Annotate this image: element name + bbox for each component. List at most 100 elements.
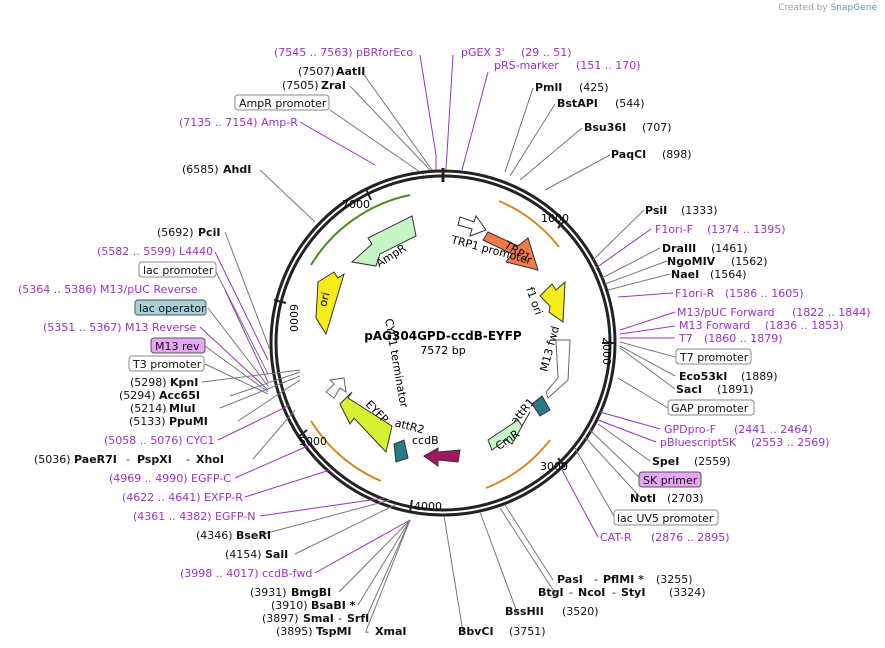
- label-m13-forward: M13 Forward: [679, 319, 750, 332]
- feature-trp1[interactable]: TRP1: [482, 231, 539, 271]
- label-srfi: SrfI: [347, 612, 369, 625]
- label-btgi: BtgI: [538, 586, 564, 599]
- label-mlui-pos: (5214): [130, 402, 167, 415]
- label-bsu36i: Bsu36I: [584, 121, 626, 134]
- label-ncoi: NcoI: [578, 586, 605, 599]
- label-acc65i-pos: (5294): [119, 389, 156, 402]
- label-ahdi: AhdI: [223, 163, 251, 176]
- trp1-arrow: [482, 231, 539, 271]
- label-bmgbi: BmgBI: [291, 586, 331, 599]
- label-lac-promoter: lac promoter: [143, 264, 214, 277]
- label-bsu36i-pos: (707): [642, 121, 672, 134]
- label-pcii: PciI: [198, 226, 220, 239]
- label-lac-uv5-promoter: lac UV5 promoter: [617, 512, 714, 525]
- label-sep: -: [569, 586, 573, 599]
- label-naei: NaeI: [671, 268, 699, 281]
- label-eco53ki-pos: (1889): [741, 370, 778, 383]
- label-ppumi: PpuMI: [169, 415, 208, 428]
- label-m13-reverse: (5351 .. 5367) M13 Reverse: [43, 321, 196, 334]
- label-pspxi: PspXI: [137, 453, 172, 466]
- label-m13-rev: M13 rev: [155, 340, 200, 353]
- label-kpni-pos: (5298): [130, 376, 167, 389]
- feature-ccdb[interactable]: ccdB: [412, 434, 461, 467]
- credit-prefix: Created by: [778, 3, 828, 13]
- label-eco53ki: Eco53kI: [679, 370, 727, 383]
- cmr-arrow: [487, 411, 531, 451]
- label-l4440: (5582 .. 5599) L4440: [97, 245, 213, 258]
- label-bseri-pos: (4346): [196, 529, 233, 542]
- ampr-arrow: [350, 215, 417, 267]
- attr2-label: attR2: [393, 416, 425, 436]
- label-bseri: BseRI: [236, 529, 271, 542]
- label-saci-pos: (1891): [717, 383, 754, 396]
- label-sali-pos: (4154): [225, 548, 262, 561]
- tick-label-5000: 5000: [299, 435, 327, 448]
- label-draiii: DraIII: [662, 242, 696, 255]
- label-egfp-c: (4969 .. 4990) EGFP-C: [109, 472, 231, 485]
- label-saci: SacI: [676, 383, 702, 396]
- label-sep: -: [365, 625, 369, 638]
- label-pgex3-pos: (29 .. 51): [521, 46, 572, 59]
- label-smai: SmaI: [303, 612, 334, 625]
- label-pasi: PasI: [557, 573, 583, 586]
- label-xhoi: XhoI: [196, 453, 224, 466]
- label-ccdb-fwd: (3998 .. 4017) ccdB-fwd: [180, 567, 312, 580]
- label-ngomiv: NgoMIV: [667, 255, 716, 268]
- label-sk-primer: SK primer: [643, 474, 698, 487]
- label-zrai: ZraI: [321, 79, 346, 92]
- label-acc65i: Acc65I: [159, 389, 200, 402]
- label-paqci-pos: (898): [662, 148, 692, 161]
- label-gpdpro-f: GPDpro-F: [664, 423, 716, 436]
- label-ahdi-pos: (6585): [182, 163, 219, 176]
- feature-f1-ori[interactable]: f1 ori: [523, 280, 566, 323]
- feature-ori[interactable]: ori: [315, 271, 345, 336]
- feature-eyfp[interactable]: EYFP: [339, 391, 393, 454]
- f1-ori-arrow: [539, 280, 566, 323]
- label-psii-pos: (1333): [681, 204, 718, 217]
- label-bbvci-pos: (3751): [509, 625, 546, 638]
- label-m13-puc-forward: M13/pUC Forward: [677, 306, 775, 319]
- label-gap-promoter: GAP promoter: [671, 402, 749, 415]
- feature-arc-trp1: [498, 200, 560, 248]
- label-f1ori-r-pos: (1586 .. 1605): [725, 287, 804, 300]
- trp1-promoter-arrow: [457, 214, 487, 237]
- label-amp-r: (7135 .. 7154) Amp-R: [179, 116, 298, 129]
- ori-arrow: [315, 271, 345, 336]
- snapgene-logo: SnapGene: [830, 3, 877, 13]
- label-f1ori-f-pos: (1374 .. 1395): [707, 223, 786, 236]
- label-lac-operator: lac operator: [139, 302, 206, 315]
- label-bbvci: BbvCI: [458, 625, 494, 638]
- leader-lines: [199, 54, 676, 633]
- label-draiii-pos: (1461): [711, 242, 748, 255]
- label-cat-r-pos: (2876 .. 2895): [651, 531, 730, 544]
- label-styi: StyI: [621, 586, 645, 599]
- label-naei-pos: (1564): [710, 268, 747, 281]
- label-aatii: AatII: [336, 65, 365, 78]
- attr1-arrow: [531, 395, 551, 417]
- label-f1ori-f: F1ori-F: [655, 223, 693, 236]
- label-sep: -: [186, 453, 190, 466]
- tick-label-7000: 7000: [342, 198, 370, 211]
- label-tspmi: TspMI: [316, 625, 352, 638]
- label-sali: SalI: [265, 548, 288, 561]
- label-m13-puc-reverse: (5364 .. 5386) M13/pUC Reverse: [18, 283, 198, 296]
- feature-arc-eyfp: [310, 420, 382, 482]
- cyc1-terminator-arrow: [325, 377, 347, 399]
- label-noti: NotI: [630, 492, 656, 505]
- label-bsabi: BsaBI *: [311, 599, 356, 612]
- ccdb-label: ccdB: [412, 434, 439, 447]
- label-t7-pos: (1860 .. 1879): [704, 332, 783, 345]
- label-xhoi-pos: (5036): [34, 453, 71, 466]
- label-m13-puc-forward-pos: (1822 .. 1844): [792, 306, 871, 319]
- label-gpdpro-f-pos: (2441 .. 2464): [734, 423, 813, 436]
- feature-m13-fwd[interactable]: M13 fwd: [537, 325, 571, 399]
- label-aatii-pos: (7507): [298, 65, 335, 78]
- label-bsabi-pos: (3910): [271, 599, 308, 612]
- feature-ampr[interactable]: AmpR: [350, 215, 417, 270]
- label-xmai: XmaI: [375, 625, 406, 638]
- label-styi-pos: (3324): [669, 586, 706, 599]
- snapgene-credit: Created by SnapGene: [778, 3, 877, 13]
- tick-label-6000: 6000: [287, 304, 300, 332]
- label-sep: -: [612, 586, 616, 599]
